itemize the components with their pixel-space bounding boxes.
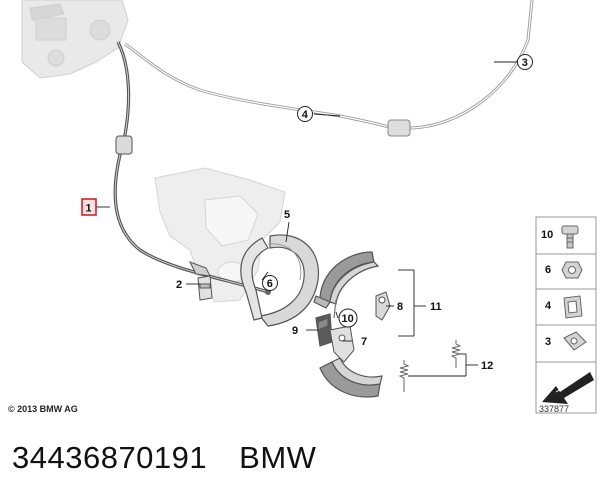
callout-3: 3 xyxy=(522,57,528,69)
leader-lines xyxy=(96,61,518,377)
adjuster-8 xyxy=(375,291,391,321)
callout-6: 6 xyxy=(267,278,273,290)
legend-number-1: 6 xyxy=(545,264,551,276)
small-parts-legend: 10 6 4 3 xyxy=(535,216,597,414)
callout-7: 7 xyxy=(361,336,367,348)
legend-number-0: 10 xyxy=(541,229,553,241)
callout-10: 10 xyxy=(342,313,354,325)
holder-2 xyxy=(197,275,213,301)
callout-10-circle xyxy=(338,308,358,328)
diagram-number: 337877 xyxy=(539,404,570,414)
backing-plate-5 xyxy=(240,234,320,327)
callout-8: 8 xyxy=(397,301,403,313)
cable-1-grommet xyxy=(115,135,133,155)
callout-5: 5 xyxy=(284,209,290,221)
springs-12 xyxy=(398,340,462,392)
part-caption: 34436870191 BMW xyxy=(12,440,592,490)
spring-clip-icon xyxy=(563,295,583,319)
callout-3-circle xyxy=(517,54,533,70)
callout-2: 2 xyxy=(176,279,182,291)
hex-nut-icon xyxy=(561,261,583,279)
cable-sleeve xyxy=(387,119,411,137)
callout-1-highlight xyxy=(81,198,97,216)
brand-name: BMW xyxy=(239,440,317,475)
callouts: 1 2 3 4 5 6 7 8 9 10 11 12 xyxy=(81,54,533,372)
cable-4-inner xyxy=(124,0,533,129)
arrow-icon xyxy=(542,372,594,404)
brake-shoe-lower xyxy=(319,357,383,398)
spring-pin-10 xyxy=(333,299,337,319)
copyright-text: © 2013 BMW AG xyxy=(8,404,78,414)
callout-11: 11 xyxy=(430,301,442,313)
legend-number-3: 3 xyxy=(545,336,551,348)
cable-clamp-icon xyxy=(563,331,587,351)
callout-1: 1 xyxy=(86,203,92,215)
brake-shoe-upper xyxy=(313,251,380,309)
callout-12: 12 xyxy=(481,360,493,372)
legend-number-2: 4 xyxy=(545,300,552,312)
part-number: 34436870191 xyxy=(12,440,208,475)
expanding-lock-7 xyxy=(329,325,355,363)
callout-6-circle xyxy=(262,275,278,291)
ghost-brake-module xyxy=(21,0,129,79)
callout-4: 4 xyxy=(302,109,309,121)
callout-9: 9 xyxy=(292,325,298,337)
bolt-icon xyxy=(561,225,579,249)
callout-4-circle xyxy=(297,106,313,122)
parts-diagram: 1 2 3 4 5 6 7 8 9 10 11 12 10 6 4 3 xyxy=(21,0,597,414)
